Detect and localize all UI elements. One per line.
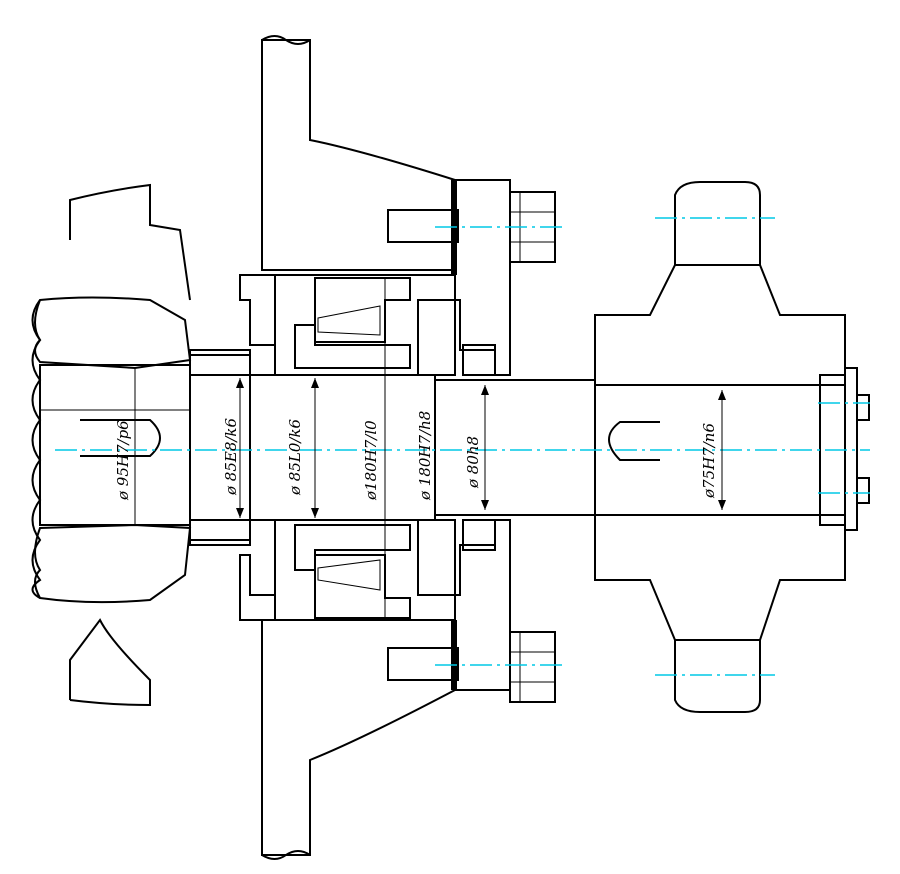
dim-label-d3: ø 85L0/k6 [286,418,304,496]
dim-label-d2: ø 85E8/k6 [222,417,240,496]
shaft [189,349,596,546]
pulley [594,181,870,713]
dim-label-d4: ø180H7/l0 [362,420,380,501]
dim-label-d1: ø 95H7/p6 [114,420,132,501]
housing-lower [239,554,459,860]
dimension-labels: ø 95H7/p6 ø 85E8/k6 ø 85L0/k6 ø180H7/l0 … [114,411,718,501]
housing-upper [239,35,459,346]
bearing-lower [274,519,456,621]
dim-label-d6: ø 80h8 [464,436,482,489]
centerlines [55,217,870,676]
dim-label-d7: ø75H7/n6 [700,423,718,499]
bevel-gear [31,183,192,707]
bolt-lower [509,631,556,703]
end-cover [451,179,511,691]
dimension-lines [236,300,726,595]
dim-label-d5: ø 180H7/h8 [416,411,434,501]
